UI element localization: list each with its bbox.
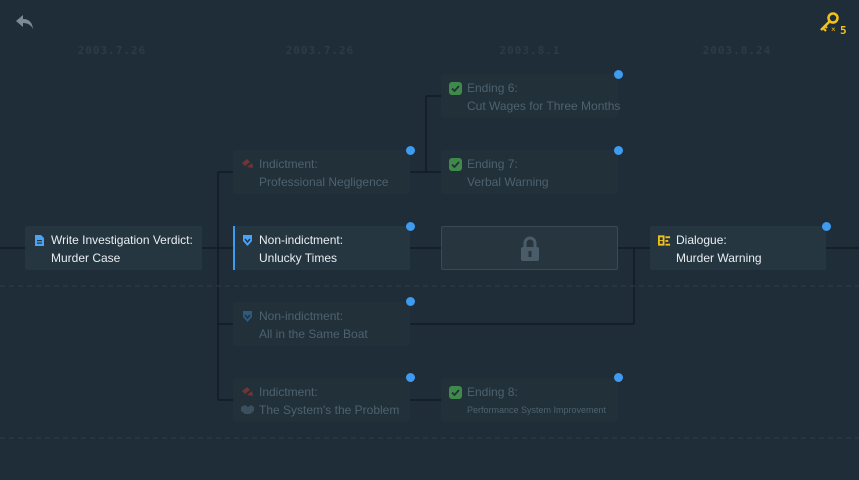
key-counter: × 5 <box>818 12 848 38</box>
key-icon <box>820 12 839 32</box>
selected-indicator <box>233 226 235 270</box>
back-arrow-icon[interactable] <box>14 13 36 31</box>
node-title: Indictment: <box>259 385 318 399</box>
key-count-prefix: × <box>831 25 836 34</box>
node-dialogue-murder-warning[interactable]: Dialogue: Murder Warning <box>650 226 826 270</box>
lock-icon <box>521 236 539 261</box>
check-icon <box>449 386 462 399</box>
node-ending-6[interactable]: Ending 6: Cut Wages for Three Months <box>441 74 621 118</box>
node-non-indictment-same-boat[interactable]: Non-indictment: All in the Same Boat <box>233 302 410 346</box>
date-label-4: 2003.8.24 <box>702 44 772 57</box>
non-indictment-icon <box>243 235 252 246</box>
node-title: Write Investigation Verdict: <box>51 233 193 247</box>
node-title: Non-indictment: <box>259 309 344 323</box>
dialogue-icon <box>658 235 671 246</box>
node-connector-dot <box>406 146 415 155</box>
node-ending-8[interactable]: Ending 8: Performance System Improvement <box>441 378 618 422</box>
node-title: Non-indictment: <box>259 233 344 247</box>
key-count: 5 <box>840 24 847 37</box>
node-subtitle: Performance System Improvement <box>467 405 607 415</box>
node-title: Ending 8: <box>467 385 518 399</box>
node-title: Indictment: <box>259 157 318 171</box>
date-label-2: 2003.7.26 <box>285 44 355 57</box>
date-label-3: 2003.8.1 <box>499 44 561 57</box>
node-subtitle: All in the Same Boat <box>259 327 368 341</box>
node-indictment-system[interactable]: Indictment: The System's the Problem <box>233 378 410 422</box>
node-indictment-negligence[interactable]: Indictment: Professional Negligence <box>233 150 410 194</box>
check-icon <box>449 82 462 95</box>
node-locked[interactable] <box>441 226 618 270</box>
node-connector-dot <box>614 70 623 79</box>
node-subtitle: Unlucky Times <box>259 251 338 265</box>
non-indictment-icon <box>243 311 252 322</box>
date-label-1: 2003.7.26 <box>77 44 147 57</box>
node-title: Ending 6: <box>467 81 518 95</box>
document-icon <box>35 235 44 246</box>
node-connector-dot <box>406 297 415 306</box>
node-connector-dot <box>406 373 415 382</box>
node-subtitle: Murder Case <box>51 251 121 265</box>
node-investigation-verdict[interactable]: Write Investigation Verdict: Murder Case <box>25 226 202 270</box>
node-connector-dot <box>614 373 623 382</box>
indictment-icon <box>242 387 253 396</box>
node-connector-dot <box>406 222 415 231</box>
handshake-icon <box>241 405 254 414</box>
node-subtitle: Murder Warning <box>676 251 762 265</box>
node-title: Dialogue: <box>676 233 727 247</box>
node-connector-dot <box>822 222 831 231</box>
node-ending-7[interactable]: Ending 7: Verbal Warning <box>441 150 618 194</box>
node-subtitle: Cut Wages for Three Months <box>467 99 621 113</box>
indictment-icon <box>242 159 253 168</box>
node-subtitle: The System's the Problem <box>259 403 400 417</box>
node-title: Ending 7: <box>467 157 518 171</box>
check-icon <box>449 158 462 171</box>
node-subtitle: Verbal Warning <box>467 175 549 189</box>
node-subtitle: Professional Negligence <box>259 175 389 189</box>
node-non-indictment-unlucky[interactable]: Non-indictment: Unlucky Times <box>233 226 410 270</box>
node-connector-dot <box>614 146 623 155</box>
